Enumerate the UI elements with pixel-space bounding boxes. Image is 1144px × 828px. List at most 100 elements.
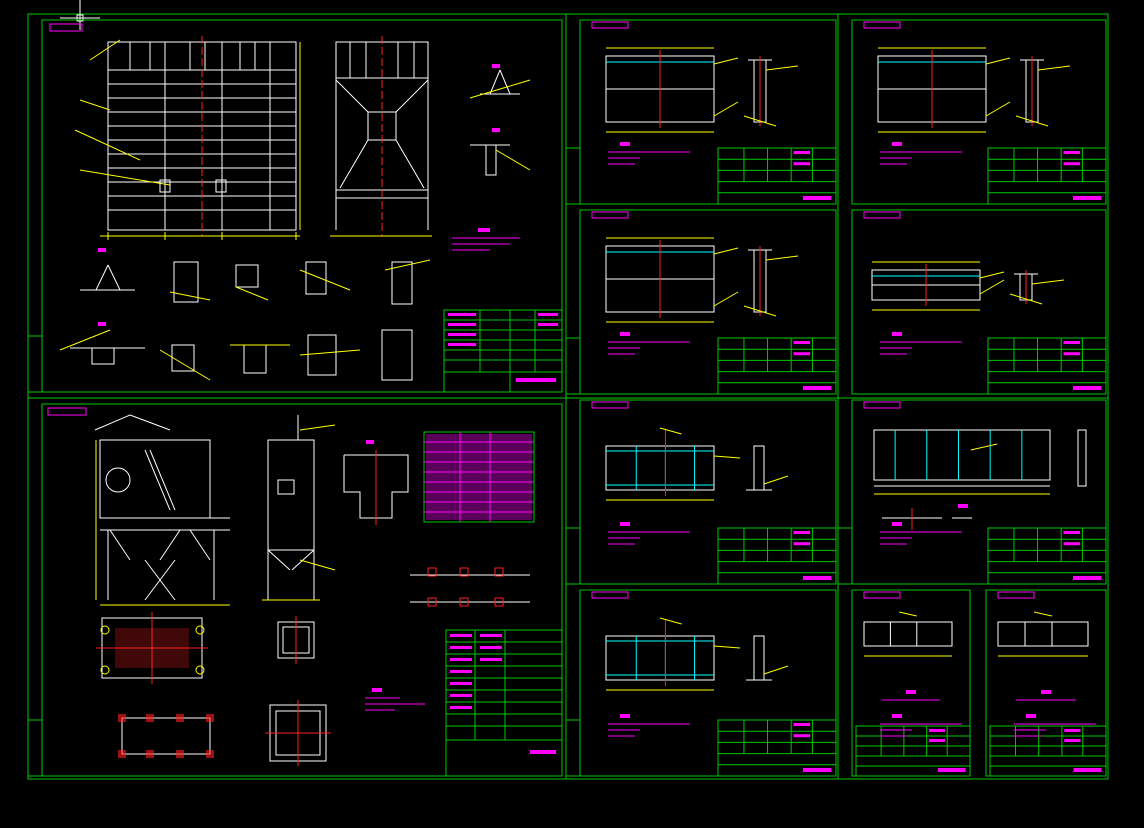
sheet-frame (579, 589, 837, 777)
sheet-tag (997, 591, 1035, 599)
note-heading (892, 522, 902, 526)
title-label (1064, 729, 1081, 732)
outer-border (27, 13, 1109, 780)
section-leader (1037, 65, 1071, 71)
drawing-number (802, 386, 832, 390)
anchor-plan (410, 567, 530, 607)
title-label (928, 729, 945, 732)
sheet-8 (837, 399, 1107, 585)
sheet-frame (41, 403, 563, 777)
note-heading (1041, 690, 1051, 694)
sheet-tag (863, 401, 901, 409)
drawing-number (802, 196, 832, 200)
title-block (717, 527, 837, 585)
note-block (452, 228, 520, 251)
note-heading (892, 714, 902, 718)
sheet-tag (591, 211, 629, 219)
title-label (793, 162, 811, 166)
cursor-pickbox[interactable] (76, 14, 84, 22)
note-heading (1026, 714, 1036, 718)
title-label (928, 739, 945, 742)
sheet-10 (851, 589, 971, 777)
sheet-tag (47, 407, 87, 416)
note-heading (620, 714, 630, 718)
sheet-side-block (837, 527, 853, 585)
leader (713, 455, 741, 459)
dust-collector-front-view (94, 414, 230, 606)
note-heading (892, 332, 902, 336)
section-dim (1015, 115, 1049, 127)
drawing-number (1072, 576, 1102, 580)
sheet-tag (863, 21, 901, 29)
sheet-side-block (565, 337, 581, 395)
title-label (793, 341, 811, 344)
sheet-frame (579, 19, 837, 205)
section-view (753, 635, 765, 681)
title-block (717, 337, 837, 395)
section-leader (763, 475, 789, 485)
title-block (987, 337, 1107, 395)
drawing-number (1072, 196, 1102, 200)
title-label (1063, 352, 1081, 356)
leader (979, 279, 1005, 295)
title-label (1063, 162, 1081, 166)
title-label (793, 352, 811, 356)
frame-outline (605, 445, 715, 491)
drawing-number (802, 576, 832, 580)
sheet-tag (863, 591, 901, 599)
section-leader (763, 665, 789, 675)
material-table (423, 431, 535, 523)
sheet-side-block (27, 335, 43, 393)
note-heading (892, 142, 902, 146)
foundation-plan (118, 714, 214, 758)
note-heading (620, 522, 630, 526)
leader (985, 101, 1011, 117)
sheet-tag (591, 401, 629, 409)
sheet-tag (863, 211, 901, 219)
sheet-side-block (565, 527, 581, 585)
hopper-detail (343, 440, 409, 525)
drawing-number (938, 768, 966, 772)
section-dim (743, 305, 777, 317)
frame-outline (873, 429, 1051, 481)
leader (659, 617, 682, 625)
frame-outline (997, 621, 1089, 647)
section-leader (765, 255, 799, 261)
title-label (793, 723, 811, 726)
front-elevation (74, 36, 301, 240)
leader (713, 101, 739, 117)
title-label (1063, 542, 1081, 546)
sheet-9 (565, 589, 837, 777)
leader (713, 57, 739, 65)
title-block (855, 725, 971, 777)
title-block (717, 147, 837, 205)
right-sheet-grid (28, 14, 1108, 779)
drawing-number (1072, 386, 1102, 390)
leader (899, 611, 917, 617)
title-block (443, 309, 563, 393)
leader (713, 291, 739, 307)
sheet-tag (49, 23, 83, 32)
drawing-number (802, 768, 832, 772)
frame-outline (605, 635, 715, 681)
title-label (1063, 151, 1081, 154)
sheet-frame (579, 209, 837, 395)
title-block (989, 725, 1107, 777)
section-leader (765, 65, 799, 71)
section-view (753, 445, 765, 491)
frame-outline (863, 621, 953, 647)
sheet-tag (591, 21, 629, 29)
detail-group-right (469, 64, 531, 176)
title-label (793, 734, 811, 738)
drawing-number (1073, 768, 1102, 772)
sheet-frame (985, 589, 1107, 777)
sheet-3 (851, 19, 1107, 205)
section-view (1077, 429, 1087, 487)
sheet-frame (851, 209, 1107, 395)
note-block-2 (365, 688, 425, 711)
parts-list (445, 629, 563, 777)
title-label (1063, 531, 1081, 534)
leader (985, 57, 1011, 65)
sheet-1 (27, 19, 563, 393)
